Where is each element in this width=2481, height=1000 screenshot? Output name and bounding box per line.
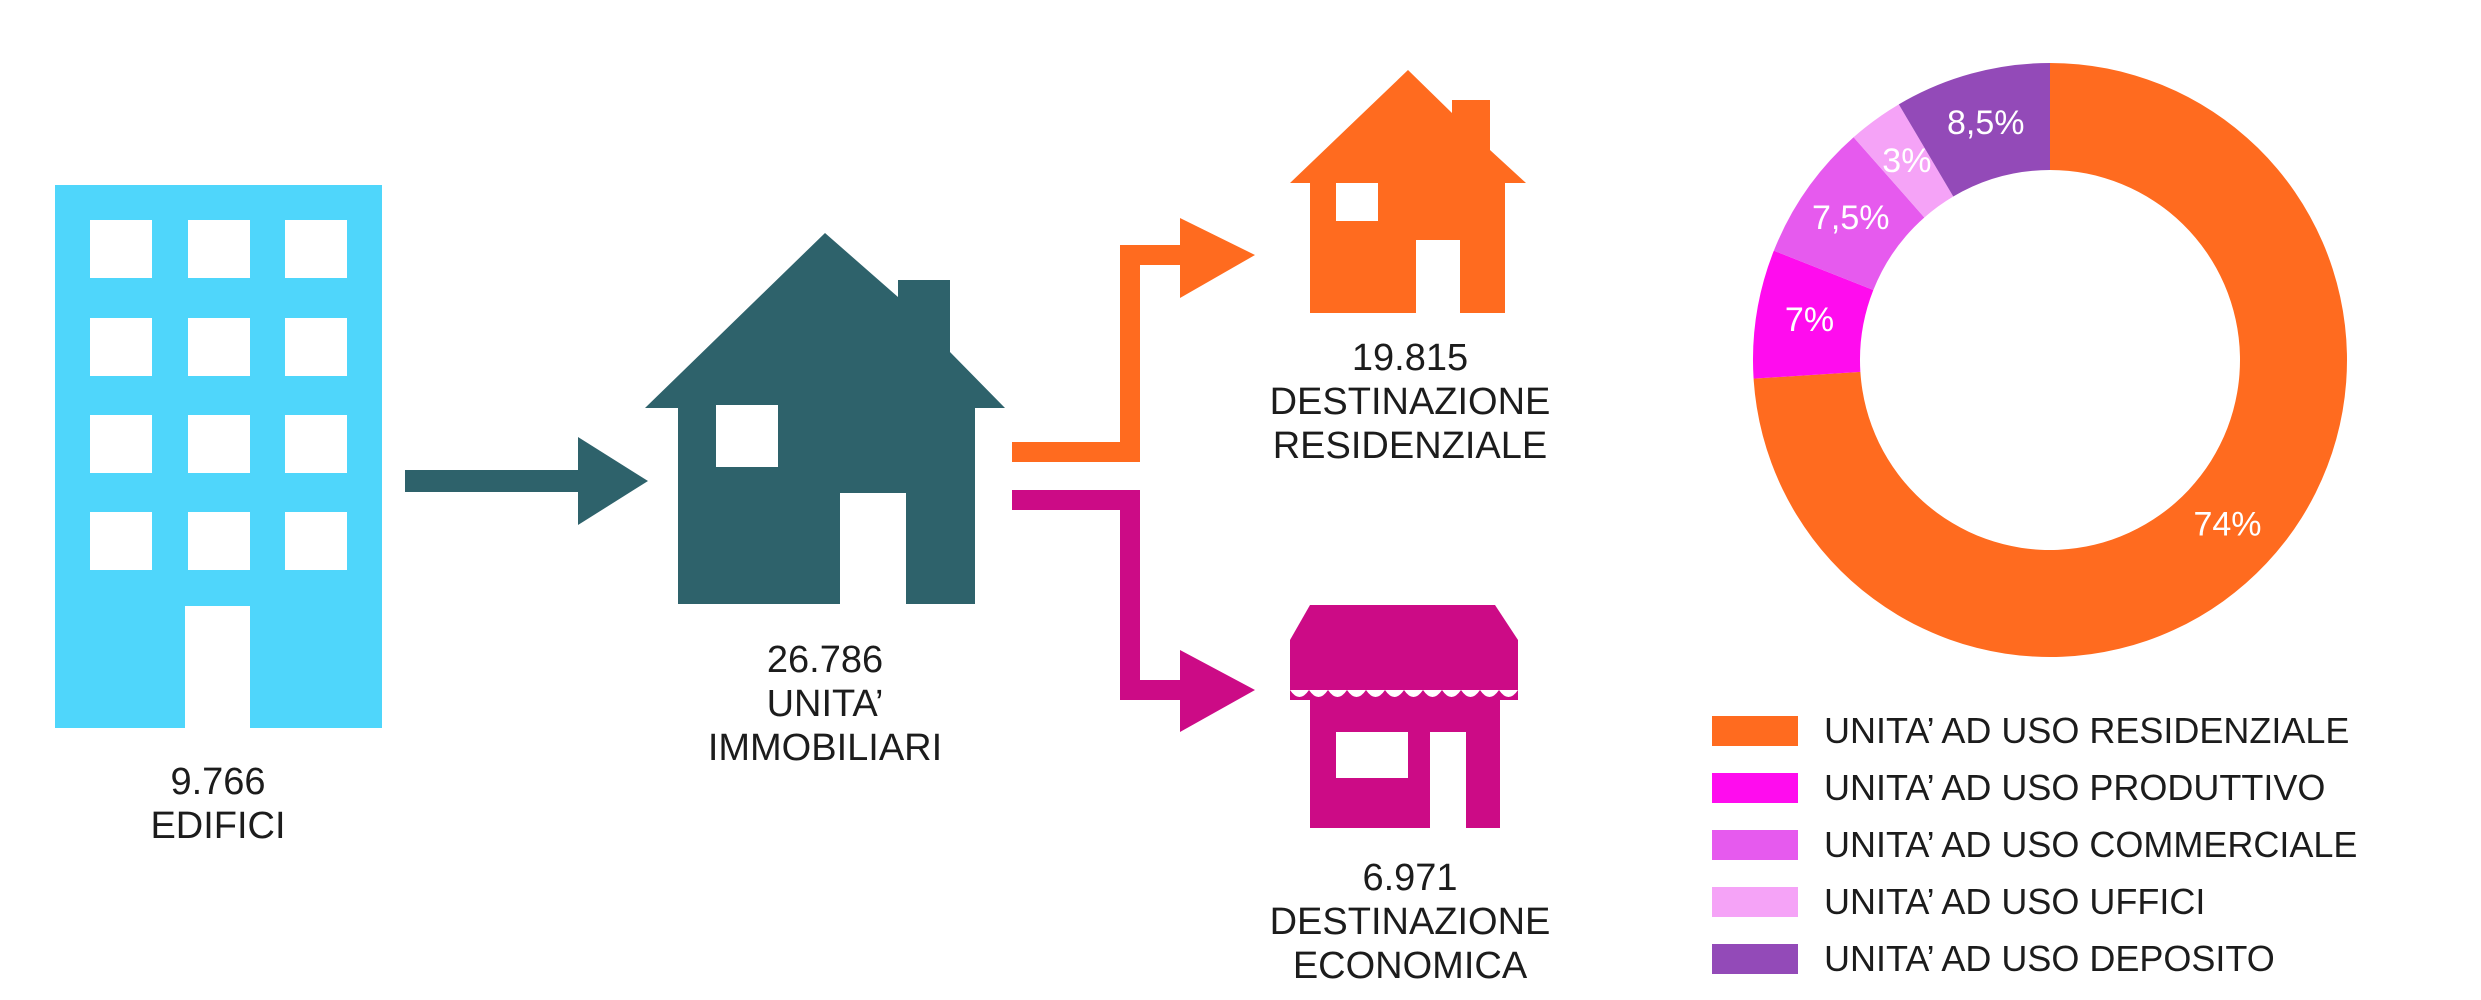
- economic-count: 6.971: [1362, 857, 1458, 899]
- donut-slice: [1753, 250, 1874, 379]
- slice-value-label: 8,5%: [1947, 104, 2025, 142]
- shop-icon: [1290, 605, 1518, 828]
- legend-label: UNITA’ AD USO DEPOSITO: [1824, 937, 2275, 979]
- economic-label: 6.971 DESTINAZIONE ECONOMICA: [1255, 856, 1565, 988]
- arrow-right-icon: [405, 437, 648, 525]
- economic-caption-line1: DESTINAZIONE: [1269, 901, 1551, 943]
- slice-value-label: 74%: [2193, 506, 2261, 544]
- legend-swatch: [1712, 829, 1798, 860]
- donut-slice: [1898, 63, 2050, 197]
- building-icon: [55, 185, 382, 728]
- donut-slice: [1753, 63, 2347, 657]
- residential-count: 19.815: [1351, 337, 1469, 379]
- units-caption-line1: UNITA’: [766, 683, 884, 725]
- legend-item: UNITA’ AD USO DEPOSITO: [1712, 930, 2357, 987]
- economic-flow-arrow: [1012, 490, 1255, 732]
- legend-swatch: [1712, 943, 1798, 974]
- legend-swatch: [1712, 772, 1798, 803]
- slice-value-label: 3%: [1882, 142, 1931, 180]
- house-icon: [645, 233, 1005, 604]
- residential-caption-line2: RESIDENZIALE: [1272, 425, 1548, 467]
- legend-label: UNITA’ AD USO COMMERCIALE: [1824, 823, 2358, 865]
- legend-item: UNITA’ AD USO COMMERCIALE: [1712, 816, 2357, 873]
- legend-item: UNITA’ AD USO PRODUTTIVO: [1712, 759, 2357, 816]
- residential-caption-line1: DESTINAZIONE: [1269, 381, 1551, 423]
- buildings-caption: EDIFICI: [150, 805, 286, 847]
- buildings-count: 9.766: [170, 761, 266, 803]
- house-icon: [1290, 70, 1526, 313]
- donut-slice: [1853, 104, 1954, 218]
- legend-label: UNITA’ AD USO UFFICI: [1824, 880, 2206, 922]
- legend-label: UNITA’ AD USO PRODUTTIVO: [1824, 766, 2326, 808]
- chart-legend: UNITA’ AD USO RESIDENZIALE UNITA’ AD USO…: [1712, 702, 2357, 987]
- units-label: 26.786 UNITA’ IMMOBILIARI: [685, 638, 965, 770]
- slice-value-label: 7%: [1785, 301, 1834, 339]
- legend-item: UNITA’ AD USO RESIDENZIALE: [1712, 702, 2357, 759]
- legend-item: UNITA’ AD USO UFFICI: [1712, 873, 2357, 930]
- slice-value-label: 7,5%: [1812, 199, 1890, 237]
- units-caption-line2: IMMOBILIARI: [707, 727, 943, 769]
- donut-chart: 74% 7% 7,5% 3% 8,5%: [1753, 63, 2347, 657]
- residential-label: 19.815 DESTINAZIONE RESIDENZIALE: [1255, 336, 1565, 468]
- legend-swatch: [1712, 715, 1798, 746]
- residential-flow-arrow: [1012, 218, 1255, 462]
- economic-caption-line2: ECONOMICA: [1292, 945, 1528, 987]
- legend-label: UNITA’ AD USO RESIDENZIALE: [1824, 709, 2350, 751]
- legend-swatch: [1712, 886, 1798, 917]
- donut-slice: [1773, 137, 1925, 291]
- units-count: 26.786: [766, 639, 884, 681]
- buildings-label: 9.766 EDIFICI: [118, 760, 318, 848]
